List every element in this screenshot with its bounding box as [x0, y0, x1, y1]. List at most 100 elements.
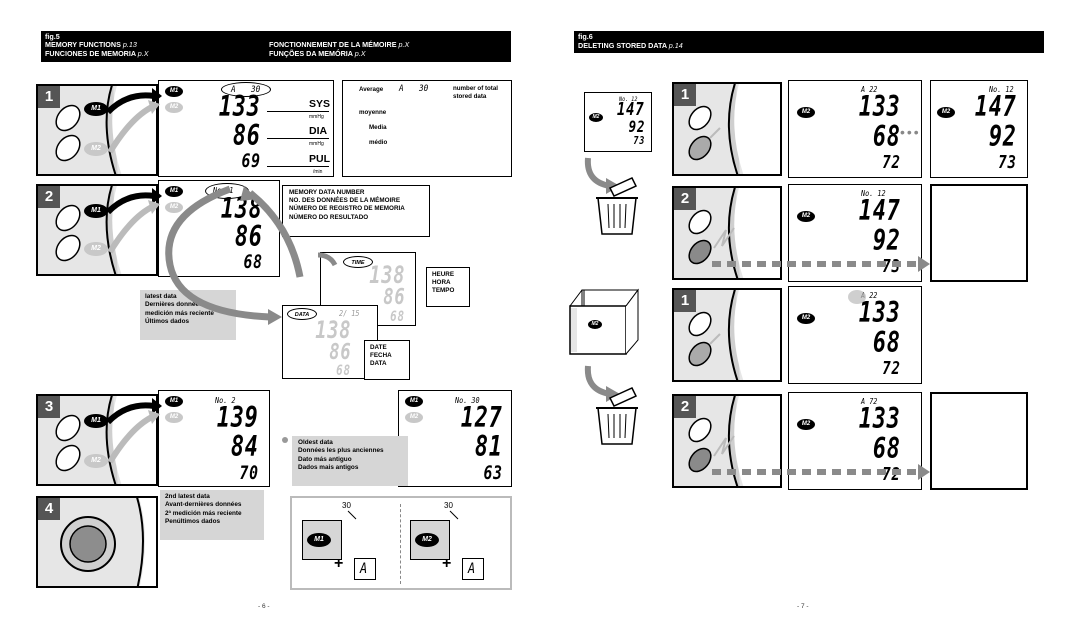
m2-indicator-icon: M2 [797, 313, 815, 324]
m2-button-icon[interactable]: M2 [410, 520, 450, 560]
memory-no: No. 2 [215, 396, 236, 405]
page-number-right: - 7 - [797, 603, 809, 610]
cuff-icon [688, 396, 780, 486]
m1-button-icon[interactable]: M1 [302, 520, 342, 560]
monitor-panel [36, 394, 158, 486]
latest-en: latest data [145, 293, 177, 300]
sys-unit: mmHg [309, 114, 324, 120]
m2-indicator-icon: M2 [797, 107, 815, 118]
m2-indicator-icon: M2 [797, 419, 815, 430]
plus-sign: + [334, 555, 344, 572]
sys-value: 127 [461, 401, 503, 434]
oldest-es: Dato más antiguo [298, 455, 352, 463]
m1-button-icon[interactable]: M1 [84, 204, 108, 218]
second-es: 2ª medición más reciente [165, 509, 242, 517]
m2-indicator-icon: M2 [165, 202, 183, 213]
step-number: 3 [38, 396, 60, 418]
m1-button-icon[interactable]: M1 [84, 102, 108, 116]
date-pul: 68 [336, 363, 351, 379]
pul-value: 73 [998, 152, 1017, 173]
m2-indicator-icon: M2 [937, 107, 955, 118]
pul-value: 63 [483, 462, 503, 484]
date-dia: 86 [328, 340, 351, 365]
plus-sign: + [442, 555, 452, 572]
date-sys: 138 [314, 316, 351, 344]
sys-value: 147 [859, 194, 901, 227]
arrow-icon [105, 398, 162, 464]
display-top: A 22 [861, 85, 878, 94]
dia-label: DIA [309, 125, 328, 137]
legend-count: 30 [419, 84, 429, 94]
hdr-ref: p.13 [122, 40, 137, 49]
pointer-icon [449, 510, 459, 520]
legend-a: A [399, 84, 404, 94]
m2-badge: M2 [415, 533, 439, 547]
date-label: DATE FECHA DATA [364, 340, 410, 380]
arrow-icon [105, 188, 162, 254]
step-number: 1 [674, 290, 696, 312]
average-pt: médio [369, 139, 388, 146]
date-label-pt: DATA [370, 360, 387, 368]
latest-es: medición más reciente [145, 309, 214, 317]
memory-book-icon [569, 288, 639, 355]
oldest-fr: Données les plus anciennes [298, 447, 384, 455]
time-badge: TIME [343, 256, 373, 268]
m1-indicator-icon: M1 [405, 396, 423, 407]
time-label: HEURE HORA TEMPO [426, 267, 470, 307]
latest-pt: Últimos dados [145, 318, 190, 326]
monitor-panel [672, 288, 782, 382]
m2-button-icon[interactable]: M2 [84, 142, 108, 156]
time-label-es: HORA [432, 279, 451, 287]
cuff-icon [688, 188, 780, 278]
second-en: 2nd latest data [165, 493, 210, 500]
memory-label-fr: NO. DES DONNÉES DE LA MÉMOIRE [289, 197, 401, 205]
hdr-ref: p.X [398, 40, 410, 49]
second-pt: Penúltimos dados [165, 518, 221, 526]
average-legend: Average A 30 number of total stored data… [342, 80, 512, 177]
dashed-arrow-icon [712, 256, 930, 272]
dia-value: 81 [475, 430, 503, 463]
thumb-pul: 73 [633, 134, 645, 147]
sys-value: 133 [219, 90, 261, 123]
trash-icon [596, 387, 638, 445]
m2-indicator-icon: M2 [588, 320, 602, 329]
m2-button-icon[interactable]: M2 [84, 242, 108, 256]
m2-button-icon[interactable]: M2 [84, 454, 108, 468]
hdr-fonctionnement: FONCTIONNEMENT DE LA MÉMOIRE [269, 40, 397, 49]
divider [400, 504, 401, 584]
date-badge: DATA [287, 308, 317, 320]
oldest-en: Oldest data [298, 439, 333, 446]
m2-count: 30 [444, 501, 453, 510]
dia-value: 68 [873, 326, 901, 359]
average-instruction-box: 30 M1 + A 30 M2 + A [290, 496, 512, 590]
cuff-icon [688, 84, 780, 174]
m1-indicator-icon: M1 [165, 86, 183, 97]
latest-fr: Dernières données [145, 301, 203, 309]
m1-button-icon[interactable]: M1 [84, 414, 108, 428]
dia-value: 68 [873, 120, 901, 153]
step-number: 2 [674, 188, 696, 210]
sys-label: SYS [309, 98, 331, 110]
memory-label-es: NÚMERO DE REGISTRO DE MEMORIA [289, 205, 405, 213]
dia-value: 92 [989, 120, 1017, 153]
power-button-icon [60, 498, 156, 586]
pul-line [267, 166, 329, 167]
fig6-ref: p.14 [668, 40, 683, 50]
sys-value: 147 [975, 90, 1017, 123]
fig6-label: fig.6 [578, 32, 593, 41]
lcd-display: M1 M2 No. 30 127 81 63 [398, 390, 512, 487]
cycle-arrow-icon [165, 185, 338, 325]
step-number: 2 [674, 396, 696, 418]
date-label-es: FECHA [370, 352, 392, 360]
sys-value: 133 [859, 402, 901, 435]
highlight-oval [848, 290, 866, 304]
memory-label-pt: NÚMERO DO RESULTADO [289, 213, 369, 221]
time-label-fr: HEURE [432, 271, 455, 278]
fig5-header: fig.5 MEMORY FUNCTIONS p.13 FUNCIONES DE… [41, 31, 511, 62]
pul-value: 72 [882, 358, 901, 379]
lcd-display: M1 M2 A 30 133 86 69 SYS mmHg DIA mmHg P… [158, 80, 334, 177]
date-label-en: DATE [370, 344, 387, 351]
a-display: A [354, 558, 376, 580]
display-top: A 22 [861, 291, 878, 300]
display-top: No. 12 [861, 189, 886, 198]
